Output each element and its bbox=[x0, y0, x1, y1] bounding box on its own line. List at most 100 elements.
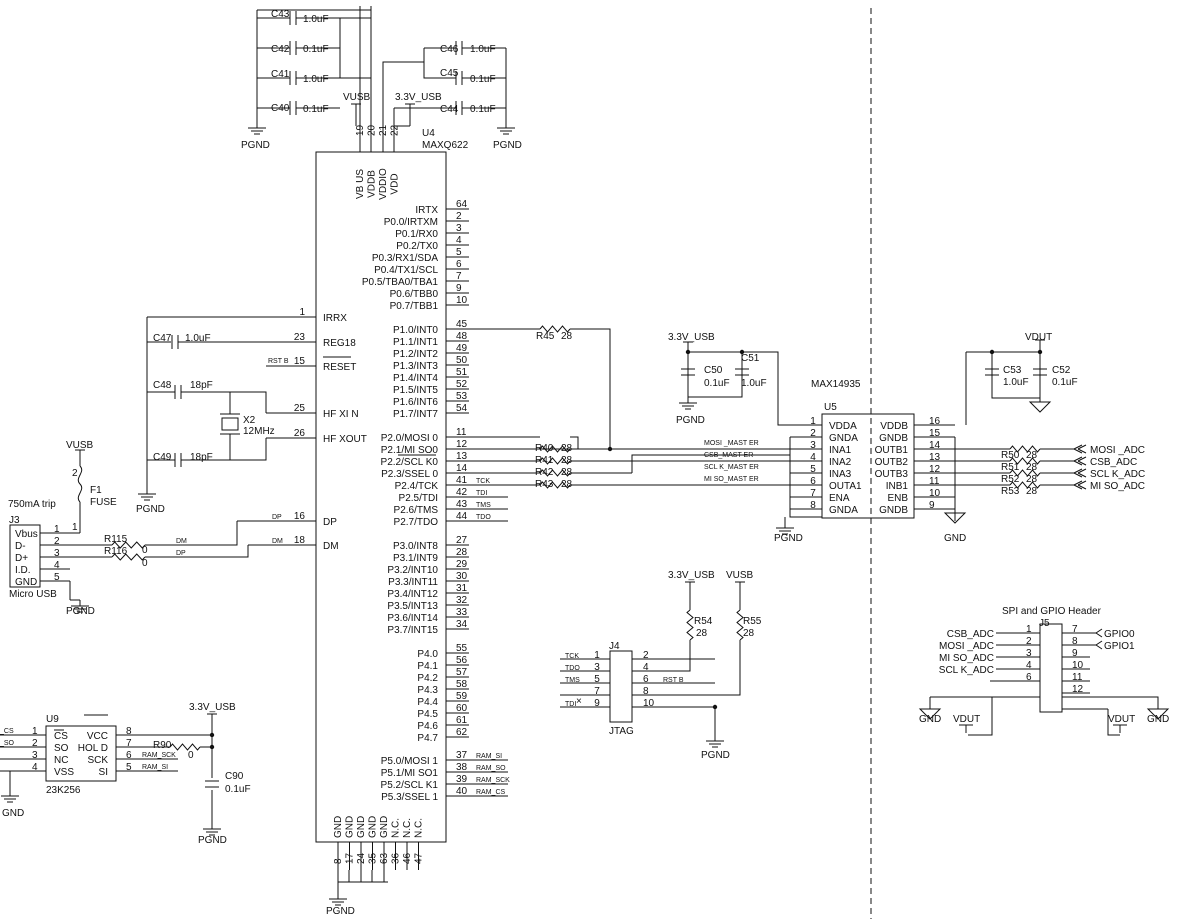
pgnd-u9: PGND bbox=[198, 835, 227, 846]
f1-fuse bbox=[77, 455, 83, 533]
u4-top-pin-num: 22 bbox=[390, 124, 401, 136]
usb-dp-net: DP bbox=[176, 550, 186, 557]
u4-bottom-pin-num: 47 bbox=[414, 852, 425, 864]
u5-input-net-label: CSB_MAST ER bbox=[704, 452, 753, 459]
u4-right-pin-num: 49 bbox=[456, 343, 468, 354]
u5-output-resistor bbox=[1009, 457, 1041, 465]
u5-input-wire bbox=[570, 448, 790, 486]
r55-resistor bbox=[736, 609, 744, 641]
u4-bottom-pin-name: GND bbox=[345, 816, 356, 838]
u5-output-res-ref: R52 bbox=[1001, 474, 1020, 485]
c53-ref: C53 bbox=[1003, 365, 1022, 376]
u5-output-resistor bbox=[1009, 469, 1041, 477]
pgnd-symbol-left bbox=[138, 488, 156, 501]
j4-left-net: TCK bbox=[565, 653, 579, 660]
u4-right-pin-name: P3.7/INT15 bbox=[387, 625, 438, 636]
vusb-top: VUSB bbox=[343, 92, 371, 103]
u5-output-res-ref: R51 bbox=[1001, 462, 1020, 473]
j5-right-pin-num: 12 bbox=[1072, 684, 1084, 695]
gnd-bus bbox=[337, 870, 388, 893]
u4-right-pin-num: 56 bbox=[456, 655, 468, 666]
usb-dm-net: DM bbox=[176, 538, 187, 545]
junction-dot bbox=[739, 349, 745, 355]
u4-right-pin-num: 30 bbox=[456, 571, 468, 582]
u5-right-pin-name: GNDB bbox=[879, 433, 908, 444]
c53-val: 1.0uF bbox=[1003, 377, 1029, 388]
vusb-fuse-symbol bbox=[75, 449, 85, 456]
u4-right-pin-name: P5.0/MOSI 1 bbox=[381, 756, 439, 767]
u5-input-res-ref: R40 bbox=[535, 443, 554, 454]
u4-right-pin-num: 51 bbox=[456, 367, 468, 378]
gnd-u9: GND bbox=[2, 808, 24, 819]
u9-right-pin-num: 5 bbox=[126, 762, 132, 773]
pgnd-j4: PGND bbox=[701, 750, 730, 761]
u4-right-pin-num: 27 bbox=[456, 535, 468, 546]
u4-right-pin-name: P4.2 bbox=[417, 673, 438, 684]
u5-right-pin-name: OUTB1 bbox=[875, 445, 909, 456]
c52-val: 0.1uF bbox=[1052, 377, 1078, 388]
u5-input-net-label: MOSI _MAST ER bbox=[704, 440, 759, 447]
u5-output-res-ref: R53 bbox=[1001, 486, 1020, 497]
j3-pin-num: 2 bbox=[54, 536, 60, 547]
u5-input-res-ref: R41 bbox=[535, 455, 554, 466]
u4-right-pin-name: P4.5 bbox=[417, 709, 438, 720]
j3-pin-num: 3 bbox=[54, 548, 60, 559]
u9-left-pin-name: SO bbox=[54, 743, 69, 754]
pgnd-left: PGND bbox=[136, 504, 165, 515]
u4-right-pin-name: P2.7/TDO bbox=[394, 517, 439, 528]
top-rail-left bbox=[256, 6, 372, 126]
j4-left-net: TDI bbox=[565, 701, 576, 708]
u4-left-pin-name: RESET bbox=[323, 362, 356, 373]
u4-right-pin-name: P2.2/SCL K0 bbox=[381, 457, 439, 468]
c90-val: 0.1uF bbox=[225, 784, 251, 795]
v33-u9-symbol bbox=[207, 713, 217, 720]
j3-name: Micro USB bbox=[9, 589, 57, 600]
j4-right-pin-num: 4 bbox=[643, 662, 649, 673]
u4-left-pin-name: IRRX bbox=[323, 313, 347, 324]
gnd-u5-symbol bbox=[943, 509, 967, 524]
u5-ref: U5 bbox=[824, 402, 837, 413]
u9-right-pin-name: HOL D bbox=[78, 743, 108, 754]
junction-dot bbox=[685, 349, 691, 355]
u4-left-pin-name: HF XI N bbox=[323, 409, 359, 420]
pgnd-j4-symbol bbox=[706, 735, 724, 748]
u9-left-pin-num: 3 bbox=[32, 750, 38, 761]
c41-val: 1.0uF bbox=[303, 74, 329, 85]
vdut-u5-symbol bbox=[1035, 339, 1045, 346]
u5-right-pin-num: 11 bbox=[929, 476, 940, 487]
u4-left-pin-name: REG18 bbox=[323, 338, 356, 349]
r54-ref: R54 bbox=[694, 616, 713, 627]
u5-left-pin-num: 2 bbox=[810, 428, 816, 439]
u5-right-pin-num: 9 bbox=[929, 500, 935, 511]
u5-input-resistor bbox=[539, 445, 571, 453]
pgnd-top-left: PGND bbox=[241, 140, 270, 151]
u4-top-pin-num: 20 bbox=[367, 124, 378, 136]
u4-right-pin-num: 29 bbox=[456, 559, 468, 570]
u4-left-pin-name: HF XOUT bbox=[323, 434, 367, 445]
u4-right-pin-name: P4.4 bbox=[417, 697, 438, 708]
u5-input-net-label: SCL K_MAST ER bbox=[704, 464, 759, 471]
u5-input-resistor bbox=[539, 457, 571, 465]
u4-bottom-pin-name: GND bbox=[368, 816, 379, 838]
j5-gpio-arrow bbox=[1095, 628, 1103, 638]
left-cap-wire bbox=[146, 316, 266, 488]
u5-input-res-val: 28 bbox=[561, 443, 573, 454]
u4-right-pin-num: 13 bbox=[456, 451, 468, 462]
j3-pin-name: D+ bbox=[15, 553, 28, 564]
vusb-symbol bbox=[351, 103, 361, 110]
v33-u9: 3.3V_USB bbox=[189, 702, 236, 713]
u4-right-pin-name: IRTX bbox=[415, 205, 438, 216]
c46-ref: C46 bbox=[440, 44, 459, 55]
u4-bottom-pin-name: N.C. bbox=[402, 818, 413, 838]
r54-resistor bbox=[686, 609, 694, 641]
gnd-j5-left-symbol bbox=[918, 705, 942, 720]
u9-right-pin-num: 6 bbox=[126, 750, 132, 761]
u4-right-pin-name: P3.3/INT11 bbox=[388, 577, 438, 588]
no-connect-mark: × bbox=[576, 696, 582, 707]
u4-right-pin-name: P1.0/INT0 bbox=[393, 325, 438, 336]
u5-cap-gnd-wire bbox=[687, 378, 743, 398]
vusb-j4-symbol bbox=[735, 581, 745, 588]
u4-ref: U4 bbox=[422, 128, 435, 139]
u5-output-res-ref: R50 bbox=[1001, 450, 1020, 461]
